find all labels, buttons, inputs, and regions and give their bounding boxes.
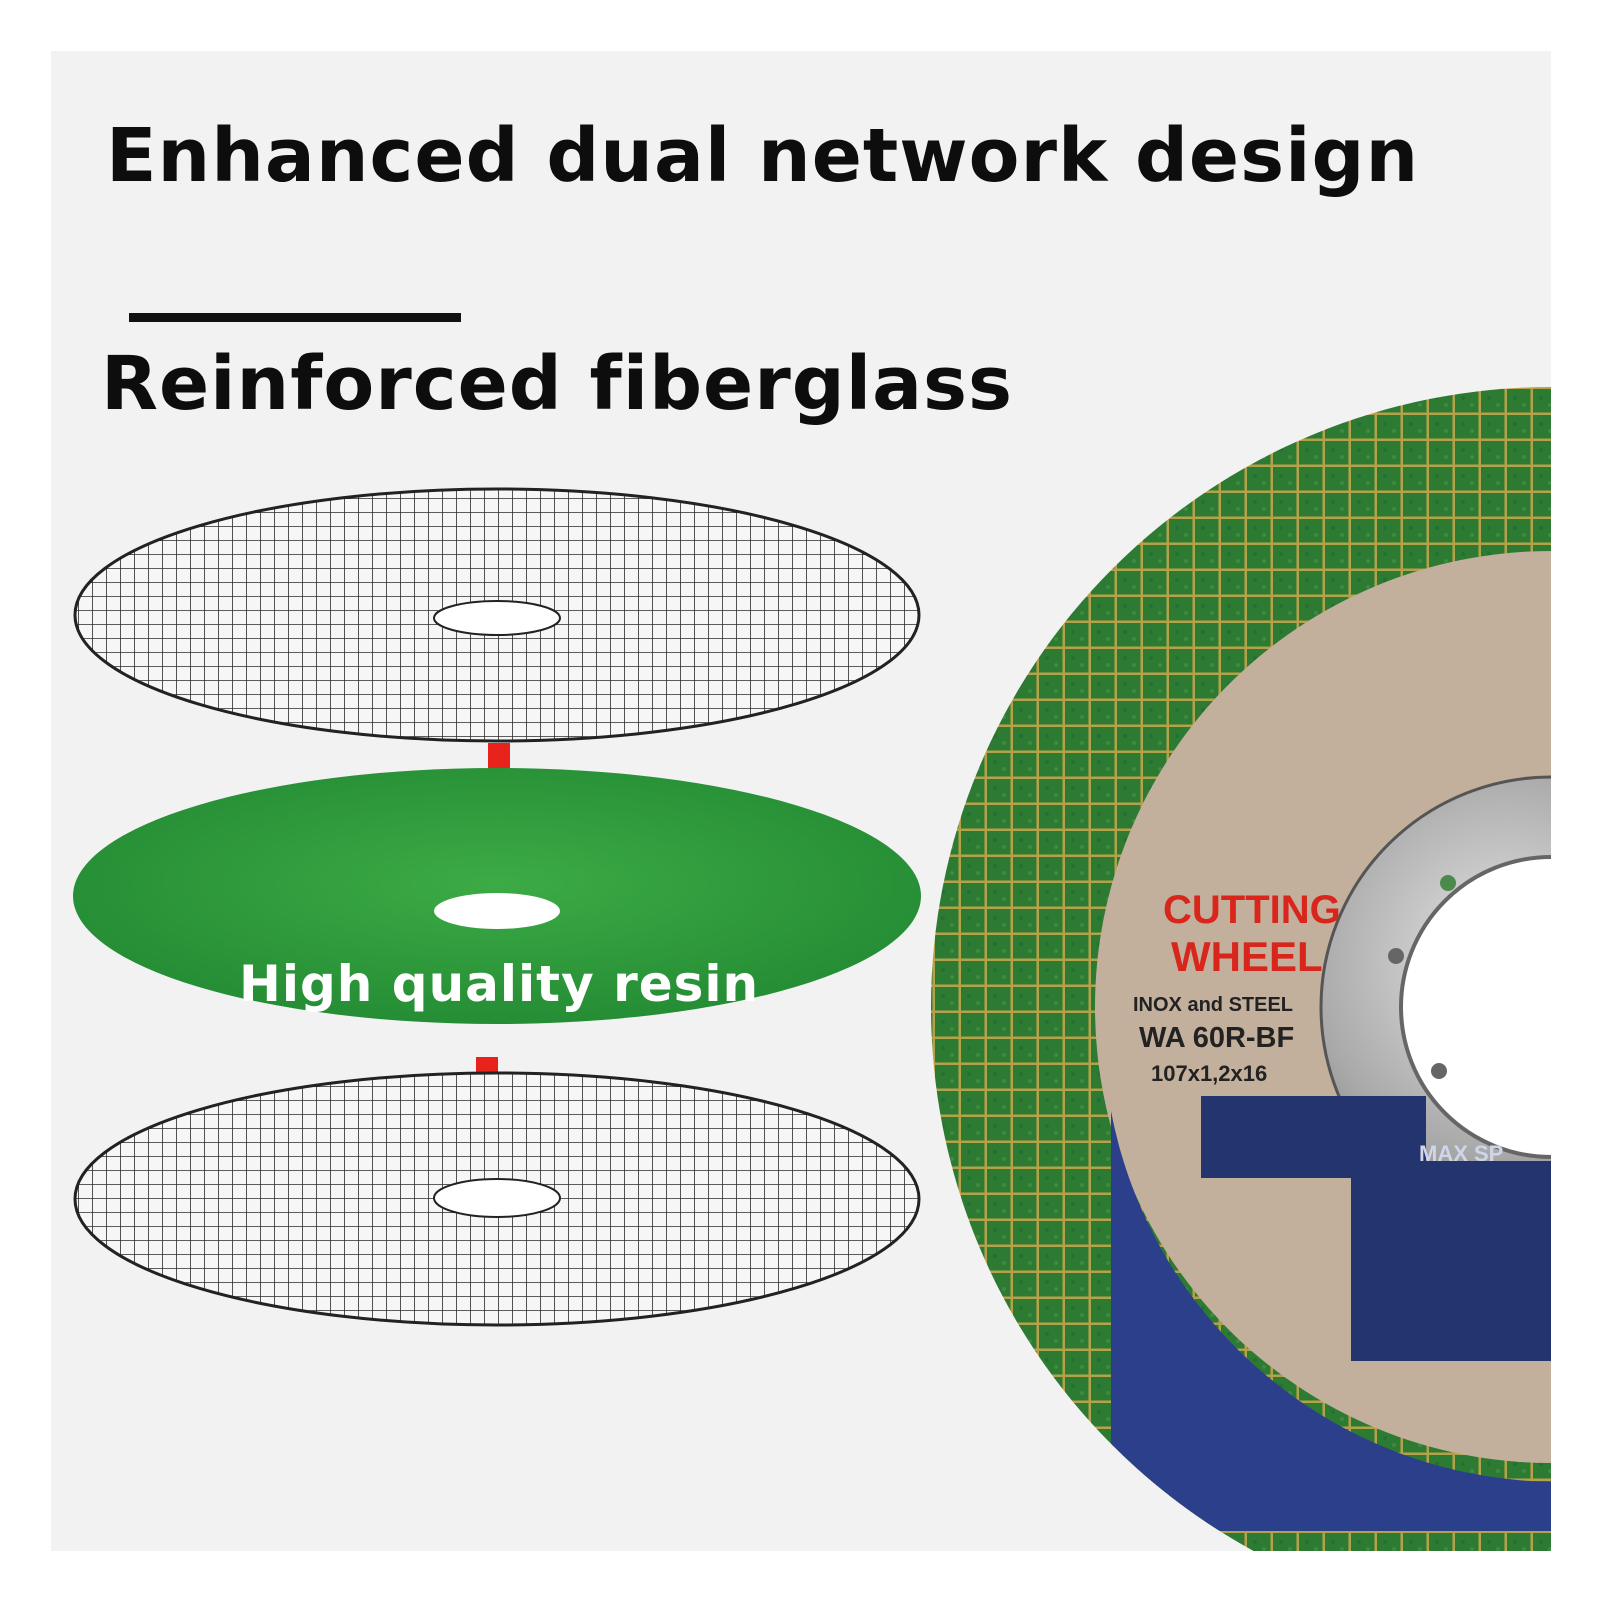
wheel-label: CUTTING WHEEL INOX and STEEL WA 60R-BF 1…: [1133, 888, 1503, 1166]
mesh-disc-bottom: [73, 1071, 921, 1327]
mesh-disc-top: [73, 487, 921, 743]
wheel-label-line5: 107x1,2x16: [1151, 1061, 1267, 1086]
wheel-label-line4: WA 60R-BF: [1139, 1022, 1294, 1054]
cutting-wheel: CUTTING WHEEL INOX and STEEL WA 60R-BF 1…: [931, 387, 1551, 1551]
subheadline: Reinforced fiberglass: [101, 341, 1014, 427]
wheel-label-line2: WHEEL: [1171, 933, 1323, 980]
product-panel: Enhanced dual network design Reinforced …: [51, 51, 1551, 1551]
divider-rule: [129, 313, 461, 322]
wheel-label-line3: INOX and STEEL: [1133, 994, 1293, 1016]
resin-disc: [73, 768, 921, 1024]
layer-illustration: High quality resin: [73, 387, 1551, 1551]
headline: Enhanced dual network design: [106, 113, 1420, 199]
resin-label: High quality resin: [239, 955, 759, 1013]
wheel-label-line1: CUTTING: [1163, 888, 1341, 932]
wheel-label-line6: MAX SP: [1419, 1141, 1503, 1166]
